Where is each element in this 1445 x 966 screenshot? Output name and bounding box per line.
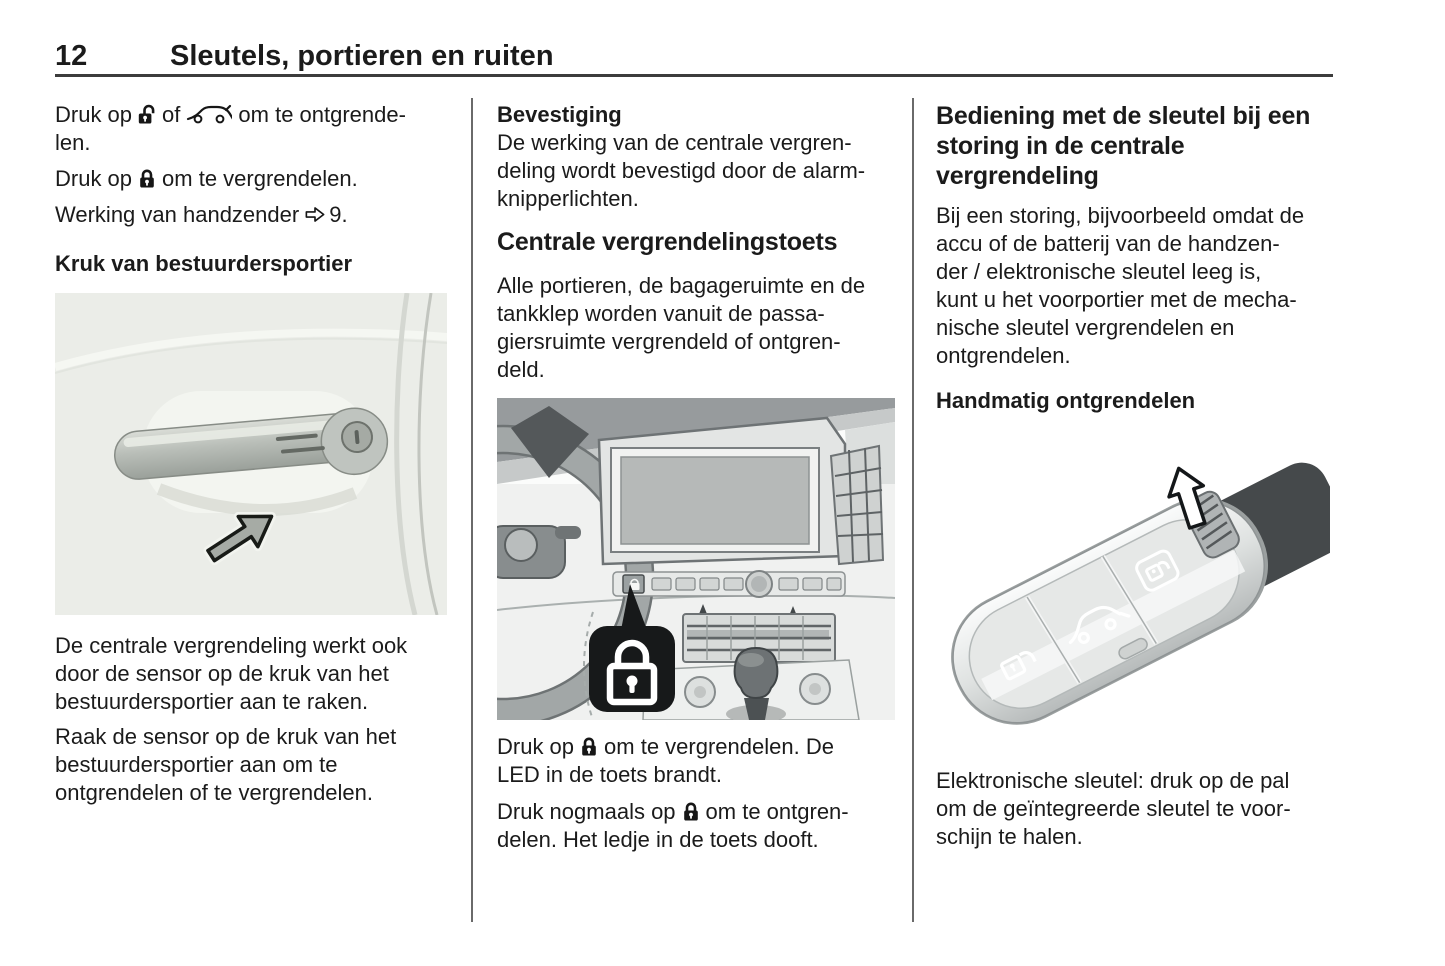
heading-manual-unlock: Handmatig ontgrendelen: [936, 387, 1336, 415]
lock-icon: [140, 169, 154, 188]
column-2: Bevestiging De werking van de centrale v…: [497, 99, 897, 854]
heading-confirmation: Bevestiging: [497, 101, 897, 129]
center-console: [642, 646, 860, 720]
paragraph-remote-reference: Werking van handzender 9.: [55, 201, 449, 229]
paragraph-confirmation: De werking van de centrale vergren- deli…: [497, 129, 897, 213]
text-line: Druk nogmaals op om te ontgren-: [497, 798, 897, 826]
text-line: accu of de batterij van de handzen-: [936, 231, 1280, 256]
paragraph-central-locking: Alle portieren, de bagageruimte en de ta…: [497, 272, 897, 384]
text-segment: Druk op: [497, 734, 575, 759]
reference-arrow-icon: [305, 207, 325, 222]
paragraph-press-again: Druk nogmaals op om te ontgren- delen. He…: [497, 798, 897, 854]
text-line: bestuurdersportier aan te raken.: [55, 689, 369, 714]
text-segment: of: [162, 102, 181, 127]
door-handle: [113, 407, 389, 480]
text-line: len.: [55, 130, 91, 155]
paragraph-touch-sensor: Raak de sensor op de kruk van het bestuu…: [55, 723, 449, 807]
heading-text: storing in de centrale: [936, 132, 1185, 160]
heading-text: Centrale vergrendelingstoets: [497, 228, 838, 256]
dashboard-figure: [497, 398, 895, 720]
heading-central-locking-button: Centrale vergrendelingstoets: [497, 227, 897, 257]
catch-press-arrow: [1167, 466, 1207, 530]
heading-text: Bevestiging: [497, 102, 622, 127]
text-line: om de geïntegreerde sleutel te voor-: [936, 796, 1291, 821]
touch-arrow: [203, 511, 277, 566]
lock-callout-icon: [606, 639, 658, 706]
text-line: deld.: [497, 357, 545, 382]
text-segment: om te vergrendelen. De: [604, 734, 834, 759]
text-line: bestuurdersportier aan om te: [55, 752, 338, 777]
door-handle-figure: [55, 293, 447, 615]
door-edge-line: [394, 293, 418, 615]
text-line: der / elektronische sleutel leeg is,: [936, 259, 1262, 284]
text-line: Druk op of om te ontgrende-: [55, 101, 449, 129]
chapter-title: Sleutels, portieren en ruiten: [170, 40, 554, 72]
heading-text: vergrendeling: [936, 162, 1099, 190]
text-line: Alle portieren, de bagageruimte en de: [497, 273, 866, 298]
text-line: kunt u het voorportier met de mecha-: [936, 287, 1297, 312]
lock-callout: [589, 584, 675, 712]
heading-text: Kruk van bestuurdersportier: [55, 251, 353, 276]
text-line: Raak de sensor op de kruk van het: [55, 724, 397, 749]
lock-icon: [683, 802, 698, 821]
center-air-vent: [682, 604, 836, 663]
text-line: ontgrendelen.: [936, 343, 1071, 368]
paragraph-press-lock: Druk op om te vergrendelen. De LED in de …: [497, 733, 897, 789]
column-3: Bediening met de sleutel bij een storing…: [936, 99, 1336, 851]
car-remote-icon: [187, 104, 233, 124]
text-segment: Druk op: [55, 102, 133, 127]
unlock-icon: [138, 104, 155, 124]
sensor-ridge: [280, 446, 325, 454]
electronic-key: [951, 462, 1330, 725]
lock-icon: [582, 737, 596, 756]
paragraph-failure: Bij een storing, bijvoorbeeld omdat de a…: [936, 202, 1336, 370]
text-line: Elektronische sleutel: druk op de pal: [936, 768, 1290, 793]
text-line: schijn te halen.: [936, 824, 1083, 849]
page-number: 12: [55, 40, 88, 72]
text-line: delen. Het ledje in de toets dooft.: [497, 827, 819, 852]
unlock-button-icon: [1135, 549, 1180, 592]
text-line: door de sensor op de kruk van het: [55, 661, 389, 686]
paragraph-electronic-key: Elektronische sleutel: druk op de pal om…: [936, 767, 1336, 851]
right-air-vent: [829, 444, 885, 566]
text-segment: Druk op: [55, 166, 133, 191]
text-segment: Druk nogmaals op: [497, 799, 676, 824]
text-line: nische sleutel vergrendelen en: [936, 315, 1235, 340]
text-line: De werking van de centrale vergren-: [497, 130, 852, 155]
text-line: deling wordt bevestigd door de alarm-: [497, 158, 866, 183]
paragraph-central-locking-sensor: De centrale vergrendeling werkt ook door…: [55, 632, 449, 716]
text-line: giersruimte vergrendeld of ontgren-: [497, 329, 841, 354]
lock-button-icon: [1000, 651, 1037, 681]
infotainment-screen: [597, 416, 847, 566]
paragraph-lock: Druk op om te vergrendelen.: [55, 165, 449, 193]
paragraph-unlock: Druk op of om te ontgrende- len.: [55, 101, 449, 157]
text-segment: om te ontgrende-: [238, 102, 406, 127]
text-line: Druk op om te vergrendelen.: [55, 165, 449, 193]
text-segment: om te vergrendelen.: [162, 166, 358, 191]
column-divider-2: [912, 98, 914, 922]
column-1: Druk op of om te ontgrende- len. Druk op om…: [55, 99, 449, 807]
control-strip: [612, 570, 846, 598]
text-line: Druk op om te vergrendelen. De: [497, 733, 897, 761]
text-line: tankklep worden vanuit de passa-: [497, 301, 825, 326]
car-button-icon: [1068, 605, 1131, 645]
sensor-ridge: [275, 433, 318, 441]
text-line: De centrale vergrendeling werkt ook: [55, 633, 408, 658]
text-line: Werking van handzender 9.: [55, 201, 449, 229]
text-line: knipperlichten.: [497, 186, 639, 211]
text-line: LED in de toets brandt.: [497, 762, 723, 787]
text-line: ontgrendelen of te vergrendelen.: [55, 780, 374, 805]
header-rule: [55, 74, 1333, 77]
heading-text: Handmatig ontgrendelen: [936, 388, 1196, 413]
page-reference: 9.: [329, 202, 348, 227]
text-segment: om te ontgren-: [705, 799, 849, 824]
text-line: Bij een storing, bijvoorbeeld omdat de: [936, 203, 1305, 228]
text-segment: Werking van handzender: [55, 202, 300, 227]
column-divider-1: [471, 98, 473, 922]
heading-door-handle: Kruk van bestuurdersportier: [55, 250, 449, 278]
heading-key-failure: Bediening met de sleutel bij een storing…: [936, 101, 1336, 191]
electronic-key-figure: [936, 437, 1330, 757]
heading-text: Bediening met de sleutel bij een: [936, 102, 1311, 130]
